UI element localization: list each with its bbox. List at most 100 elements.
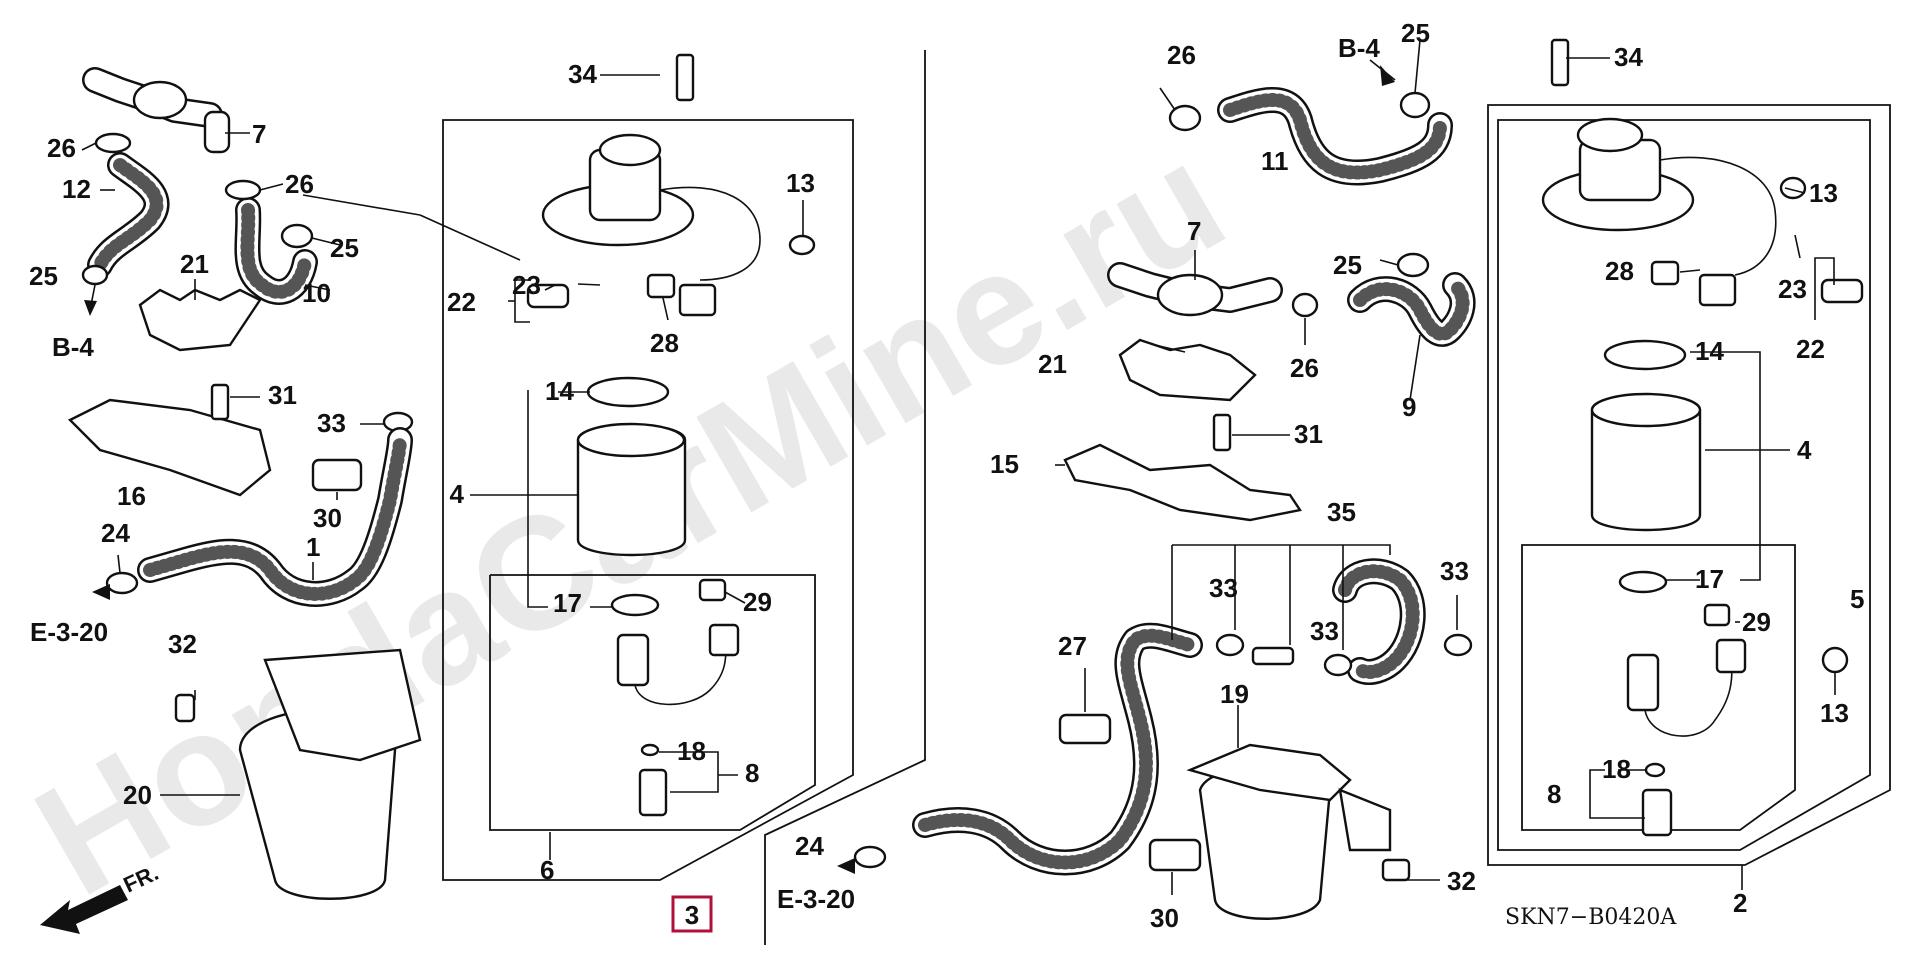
callout-34-left: 34 [568, 59, 597, 89]
part-21-bracket [138, 288, 262, 352]
arrow-b4-left [84, 284, 97, 316]
highlighted-ref-label: 3 [685, 900, 699, 930]
callout-24-left: 24 [101, 518, 130, 548]
clamp-26-left-b [224, 179, 262, 201]
bolt-32-right [1381, 858, 1411, 882]
arrow-e320-right [837, 858, 855, 874]
callout-18-left: 18 [677, 736, 706, 766]
clip-29-right [1703, 603, 1731, 627]
callout-31-left: 31 [268, 380, 297, 410]
o-ring-17-left [610, 593, 660, 617]
callout-23-left: 23 [512, 270, 541, 300]
filter-4-left [576, 422, 687, 557]
part-16-bracket [67, 398, 272, 497]
clip-28-right [1650, 260, 1680, 286]
callout-29-left: 29 [743, 587, 772, 617]
callout-26-left-b: 26 [285, 169, 314, 199]
callout-25-left: 25 [330, 233, 359, 263]
part-35-hoses [1251, 558, 1426, 685]
ref-e320-left: E-3-20 [30, 617, 108, 647]
o-ring-14-right [1603, 339, 1687, 371]
callout-31-right: 31 [1294, 419, 1323, 449]
callout-10: 10 [302, 278, 331, 308]
filter-head-right [1541, 117, 1777, 307]
part-11-hose [1217, 87, 1453, 186]
bolt-31-right [1212, 413, 1232, 452]
callout-17-right: 17 [1695, 564, 1724, 594]
box-assembly-6 [442, 119, 854, 881]
box-assembly-5 [1521, 544, 1796, 831]
part-7-left [82, 67, 231, 154]
clip-30-right [1148, 838, 1202, 872]
diagram-code: SKN7−B0420A [1505, 905, 1677, 930]
filter-head-left [541, 133, 761, 317]
highlighted-ref-box[interactable]: 3 [671, 895, 713, 933]
clamp-33-right-a [1215, 633, 1245, 657]
callout-17-left: 17 [553, 588, 582, 618]
clamp-24-left [105, 571, 139, 595]
callout-34-right: 34 [1614, 42, 1643, 72]
callout-6: 6 [540, 855, 554, 885]
part-21-bracket-right [1118, 338, 1257, 402]
callout-28-right: 28 [1605, 256, 1634, 286]
callout-11: 11 [1261, 146, 1289, 176]
clamp-25-right-b [1396, 252, 1430, 278]
bolt-32-left [174, 693, 196, 723]
callout-25-right-b: 25 [1333, 250, 1362, 280]
callout-13-left: 13 [786, 168, 815, 198]
callout-25-left-b: 25 [29, 261, 58, 291]
clip-13-left [788, 234, 816, 256]
callout-30-left: 30 [313, 503, 342, 533]
callout-33-right-c: 33 [1440, 556, 1469, 586]
callout-5: 5 [1850, 584, 1864, 614]
arrow-b4-right [1380, 65, 1395, 86]
sensor-22-left [526, 283, 570, 309]
clamp-26-left [94, 132, 132, 154]
callout-28-left: 28 [650, 328, 679, 358]
part-1-hose [137, 427, 413, 607]
clip-30-left [311, 458, 363, 492]
sensor-lower-right [1626, 638, 1747, 737]
callout-7-right: 7 [1187, 216, 1201, 246]
leader-lines [81, 39, 1836, 895]
part-9-hose [1347, 272, 1476, 347]
part-19-housing [1186, 743, 1392, 920]
callout-18-right: 18 [1602, 754, 1631, 784]
part-12-hose [87, 152, 170, 278]
callout-26-right-b: 26 [1290, 353, 1319, 383]
callout-9: 9 [1402, 392, 1416, 422]
callout-8-right: 8 [1547, 779, 1561, 809]
sensor-8-left [638, 768, 668, 817]
arrow-e320-left [92, 584, 110, 600]
callout-27: 27 [1058, 631, 1087, 661]
box-assembly-8-left [489, 574, 816, 831]
clip-27 [1058, 713, 1112, 745]
bolt-34-right [1550, 38, 1570, 87]
clip-29-left [698, 578, 727, 602]
ref-b4-right: B-4 [1338, 33, 1380, 63]
o-ring-18-left [640, 743, 660, 757]
ref-e320-right: E-3-20 [777, 884, 855, 914]
callout-7-left: 7 [252, 119, 266, 149]
callout-30-right: 30 [1150, 903, 1179, 933]
bolt-31-left [210, 383, 230, 421]
clamp-25-left [280, 223, 314, 249]
callout-24-right: 24 [795, 831, 824, 861]
part-7-right [1107, 262, 1283, 317]
clamp-25-left-b [81, 264, 109, 286]
callout-32-left: 32 [168, 629, 197, 659]
clamp-24-right [853, 845, 887, 869]
callout-21-right: 21 [1038, 349, 1067, 379]
callout-14-right: 14 [1695, 336, 1724, 366]
clamp-26-right-b [1291, 292, 1319, 318]
bolt-34-left [675, 53, 695, 102]
callout-23-right: 23 [1778, 274, 1807, 304]
clip-13-right-b [1821, 646, 1849, 674]
clamp-26-right [1168, 104, 1202, 132]
callout-13-right: 13 [1809, 178, 1838, 208]
part-long-hose-right [912, 622, 1203, 876]
clamp-33-right-c [1443, 633, 1473, 657]
clamp-33-right-b [1323, 653, 1353, 677]
section-divider [764, 50, 926, 945]
